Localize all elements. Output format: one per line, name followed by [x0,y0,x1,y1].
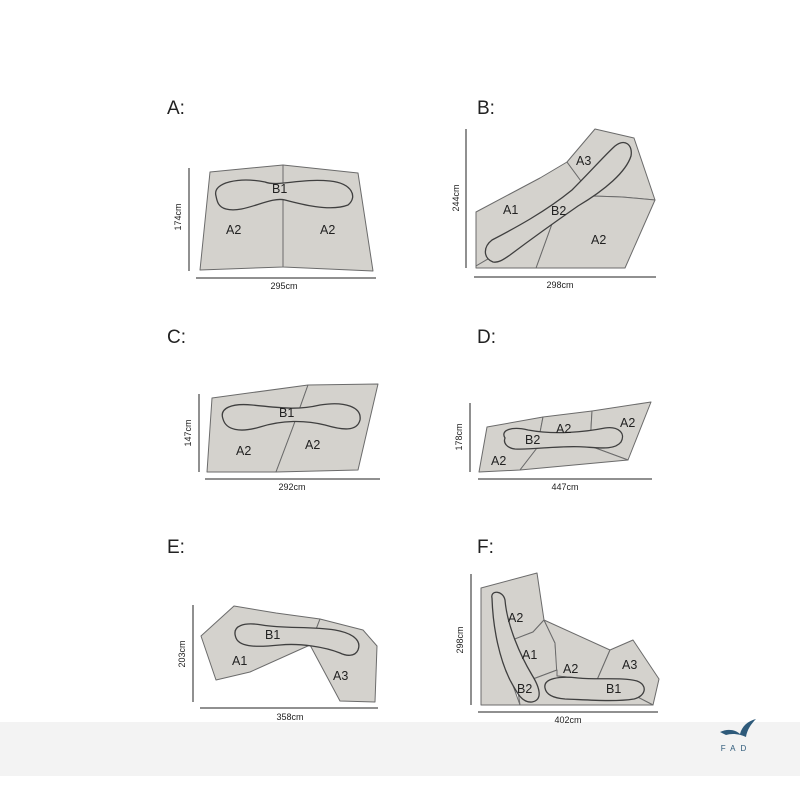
piece-label: B1 [606,682,621,696]
width-dimension-label: 298cm [546,280,573,290]
sofa-shape [206,383,379,473]
piece-label: A3 [333,669,348,683]
piece-label: A1 [232,654,247,668]
width-dimension-label: 358cm [276,712,303,722]
panel-title: C: [167,327,186,348]
piece-label: A2 [556,422,571,436]
sofa-shape [200,605,378,703]
height-dimension-label: 298cm [455,626,465,653]
piece-label: A2 [620,416,635,430]
piece-label: B2 [525,433,540,447]
piece-label: A2 [563,662,578,676]
sofa-cushion [234,623,360,656]
piece-label: A2 [320,223,335,237]
brand-name: FAD [720,744,752,753]
piece-label: B1 [272,182,287,196]
height-dimension-label: 147cm [183,419,193,446]
piece-label: A3 [622,658,637,672]
width-dimension-label: 402cm [554,715,581,725]
panel-d: D: A2 A2 B2 A2 178cm 447cm [454,327,652,492]
piece-label: B2 [517,682,532,696]
piece-label: B1 [265,628,280,642]
height-dimension-label: 178cm [454,423,464,450]
panel-title: A: [167,98,185,119]
sofa-shape [199,164,374,272]
piece-label: A2 [236,444,251,458]
panel-title: D: [477,327,496,348]
panel-e: E: B1 A1 A3 203cm 358cm [167,537,378,722]
width-dimension-label: 292cm [278,482,305,492]
piece-label: B1 [279,406,294,420]
sofa-cushion [484,141,632,263]
panel-c: C: B1 A2 A2 147cm 292cm [167,327,380,492]
height-dimension-label: 174cm [173,203,183,230]
height-dimension-label: 203cm [177,640,187,667]
brand-logo [706,716,766,760]
panel-a: A: B1 A2 A2 174cm 295cm [167,98,376,291]
width-dimension-label: 295cm [270,281,297,291]
sofa-shape [478,401,652,473]
sofa-cushion [544,676,645,702]
piece-label: A1 [503,203,518,217]
piece-label: B2 [551,204,566,218]
sofa-cushion [215,179,354,211]
piece-label: A1 [522,648,537,662]
sofa-cushion [503,427,624,450]
sofa-shape [475,128,656,269]
piece-label: A2 [591,233,606,247]
panel-title: B: [477,98,495,119]
height-dimension-label: 244cm [451,184,461,211]
panel-title: F: [477,537,494,558]
footer-band [0,722,800,776]
panel-title: E: [167,537,185,558]
piece-label: A2 [226,223,241,237]
sofa-cushion [221,403,361,431]
seagull-icon [720,719,756,737]
panel-f: F: A2 A1 A2 A3 B2 B1 298cm 402cm [455,537,660,725]
piece-label: A2 [508,611,523,625]
sofa-shape [480,572,660,706]
piece-label: A3 [576,154,591,168]
sofa-cushion [491,591,540,703]
piece-label: A2 [305,438,320,452]
panel-b: B: A3 A1 B2 A2 244cm 298cm [451,98,656,290]
width-dimension-label: 447cm [551,482,578,492]
piece-label: A2 [491,454,506,468]
